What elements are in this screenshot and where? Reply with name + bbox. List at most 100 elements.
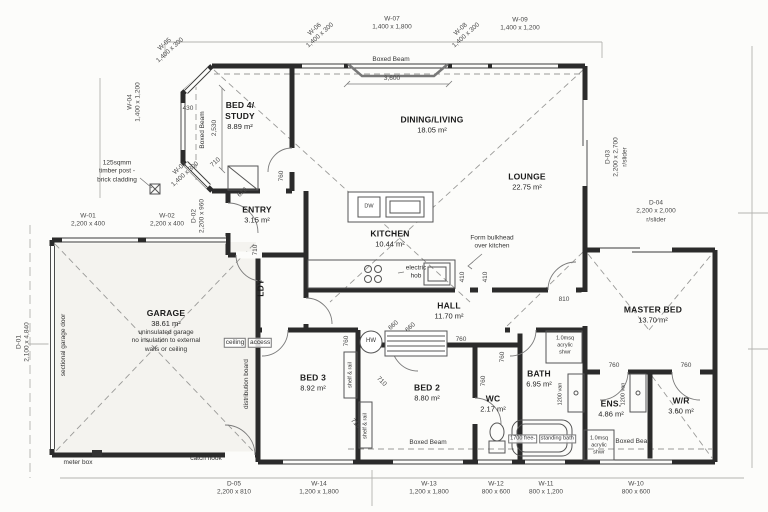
room-area: 18.05 m² [417,125,447,135]
note-line: standing bath [538,434,576,444]
dim-430: 430 [182,104,194,112]
room-label-master: MASTER BED 13.70 m² [624,305,682,326]
dimension-lines [139,80,483,274]
room-area: 6.95 m² [526,379,552,389]
garage-note: no insulation to external [131,337,201,345]
opening-type: r/slider [621,147,629,167]
tag-w11: W-11 800 x 1,200 [529,481,563,498]
dim-410-a: 410 [458,271,466,283]
note-boxed-beam-ens: Boxed Beam [615,437,653,445]
opening-id: W-12 [488,480,504,488]
room-label-wr: W/R 3.60 m² [668,396,693,417]
note-timber-post: 125sqmm timber post - brick cladding [97,159,137,184]
dim-710-ldy: 710 [251,244,259,256]
dim-760-hall: 760 [342,335,350,347]
opening-size: 1,400 x 1,200 [500,25,540,32]
room-name: ENTRY [242,204,272,215]
room-area: 13.70 m² [638,315,668,325]
opening-size: 1,400 x 1,200 [135,82,142,122]
opening-size: 2,200 x 2,700 [612,137,620,177]
tag-w02: W-02 2,200 x 400 [150,213,184,230]
dim-760-wr: 760 [680,361,692,369]
room-name: BED 4/ [225,100,255,111]
room-label-dining: DINING/LIVING 18.05 m² [400,115,463,136]
tag-d03: D-03 2,200 x 2,700 r/slider [604,137,629,176]
dim-760-wc: 760 [479,375,487,387]
note-line: ceiling [223,337,247,349]
opening-size: 2,200 x 400 [150,221,184,228]
toilet-cistern [488,440,506,454]
ens-vanity [629,373,647,413]
room-area: 2.17 m² [480,404,506,414]
opening-size: 1,200 x 1,800 [299,489,339,496]
dim-760-entry: 760 [277,170,285,182]
boxed-beam-outline [347,63,449,78]
opening-id: W-02 [159,212,175,220]
note-sectional-door: sectional garage door [59,313,67,377]
note-ens-shower: 1.0msq acrylic shwr [590,435,608,456]
opening-id: W-14 [311,480,327,488]
note-catch-hook: catch hook [190,454,222,462]
opening-id: W-04 [126,94,134,110]
note-line: shwr [593,449,605,456]
opening-size: 2,200 x 810 [217,489,251,496]
opening-id: W-11 [538,480,554,488]
room-name: BATH [527,368,551,379]
kitchen-sink [423,262,451,286]
note-electric-hob: electric hob [406,265,427,282]
meter-box-symbol [92,450,102,456]
room-name: LOUNGE [508,171,546,182]
opening-size: 2,200 x 960 [199,199,206,233]
room-label-kitchen: KITCHEN 10.44 m² [370,229,409,250]
hot-water-cylinder [359,330,383,354]
room-name: KITCHEN [370,228,410,239]
note-line: over kitchen [474,243,510,250]
garage-note: uninsulated garage [138,328,194,336]
room-name: HALL [437,300,461,311]
tag-w09: W-09 1,400 x 1,200 [500,17,539,34]
kitchen-counter [307,259,456,289]
note-line: 1700 free- [508,434,538,444]
room-name: GARAGE [146,307,186,318]
room-area: 8.80 m² [414,393,440,403]
room-label-bed3: BED 3 8.92 m² [300,373,326,394]
bath-vanity [567,373,585,413]
opening-id: W-13 [421,480,437,488]
opening-size: 1,200 x 1,800 [409,489,449,496]
room-name: WC [485,393,501,404]
dim-2530: 2,530 [210,119,218,137]
tag-w13: W-13 1,200 x 1,800 [409,481,448,498]
hob-burner [364,265,372,273]
opening-id: D-05 [226,480,242,488]
tag-d05: D-05 2,200 x 810 [217,481,251,498]
opening-size: 800 x 600 [481,489,511,496]
room-name: MASTER BED [623,304,683,315]
note-free-bath: 1700 free- standing bath [508,434,576,444]
room-label-garage: GARAGE 38.61 m² uninsulated garage no in… [132,308,201,354]
opening-size: 2,100 x 4,840 [24,322,31,362]
room-label-bed2: BED 2 8.80 m² [414,383,440,404]
note-boxed-beam-bay: Boxed Beam [198,111,206,149]
linen-shelves [384,330,448,357]
dim-3600: 3,600 [383,74,401,82]
room-label-bath: BATH 6.95 m² [526,369,551,390]
room-label-bed4: BED 4/ STUDY 8.89 m² [225,100,255,132]
bed2-wardrobe [358,401,373,449]
room-area: 8.89 m² [227,122,253,132]
bed4-closet [227,165,259,191]
room-name: BED 3 [299,372,327,383]
bed3-wardrobe [343,351,358,399]
note-line: brick cladding [97,176,137,184]
room-area: 38.61 m² [151,318,181,328]
note-line: shwr [559,349,571,356]
note-line: acrylic [591,442,607,449]
room-name: DINING/LIVING [400,114,464,125]
note-bath-shower: 1.0msq acrylic shwr [556,335,574,356]
bath-shower [545,330,583,364]
room-area: 11.70 m² [434,311,464,321]
room-label-lounge: LOUNGE 22.75 m² [508,172,546,193]
note-meter-box: meter box [63,458,93,466]
room-area: 22.75 m² [512,182,542,192]
note-line: hob [410,273,422,280]
